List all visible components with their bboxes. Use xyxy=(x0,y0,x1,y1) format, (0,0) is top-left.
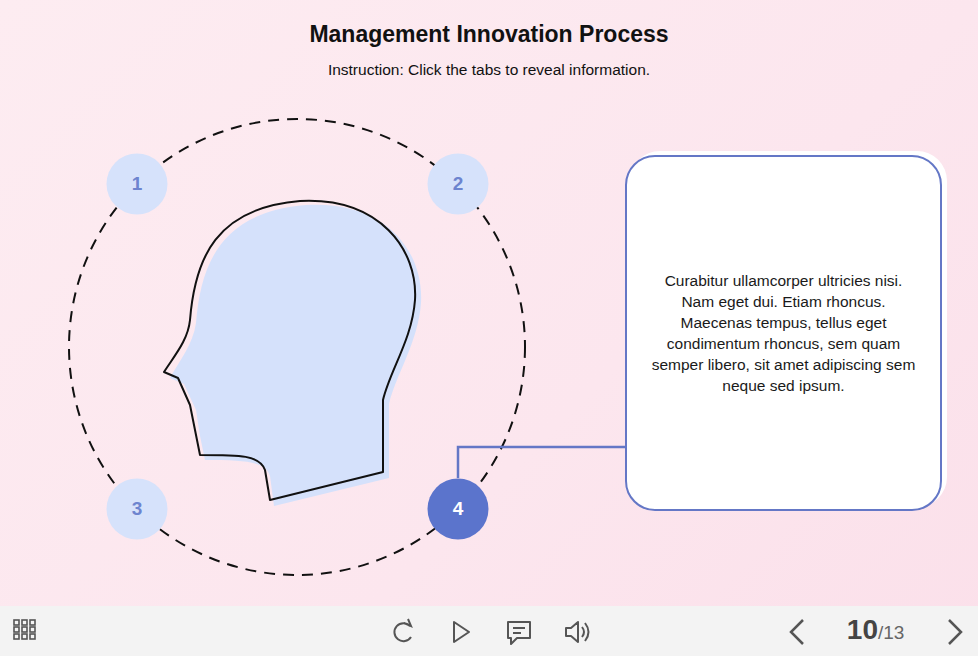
tab-number: 1 xyxy=(132,173,143,195)
slide-title: Management Innovation Process xyxy=(0,21,978,48)
prev-arrow xyxy=(791,620,803,644)
play-icon xyxy=(454,622,469,642)
page-total: /13 xyxy=(878,622,904,644)
info-callout: Curabitur ullamcorper ultricies nisi. Na… xyxy=(625,155,942,511)
next-arrow xyxy=(949,620,961,644)
page-number: 10 xyxy=(847,614,878,646)
toolbar-icons xyxy=(14,619,961,644)
callout-text: Curabitur ullamcorper ultricies nisi. Na… xyxy=(647,270,920,396)
instruction-text: Instruction: Click the tabs to reveal in… xyxy=(328,61,650,79)
replay-icon xyxy=(394,619,411,641)
tab-number: 2 xyxy=(453,173,464,195)
volume-icon xyxy=(566,622,589,642)
tab-circle: 4 xyxy=(427,478,489,540)
toolbar xyxy=(0,606,978,656)
leader-line xyxy=(458,447,625,478)
tab-number: 4 xyxy=(453,498,464,520)
circle-fill xyxy=(428,154,489,215)
circle-fill xyxy=(428,479,489,540)
tab-number: 3 xyxy=(132,498,143,520)
menu-icon xyxy=(14,620,35,639)
circle-fill xyxy=(107,479,168,540)
tab-circle: 3 xyxy=(106,478,168,540)
circle-fill xyxy=(107,154,168,215)
tab-circle: 1 xyxy=(106,153,168,215)
head-silhouette xyxy=(164,201,421,506)
tab-circle: 2 xyxy=(427,153,489,215)
captions-icon xyxy=(508,622,530,644)
dashed-orbit xyxy=(69,119,525,575)
